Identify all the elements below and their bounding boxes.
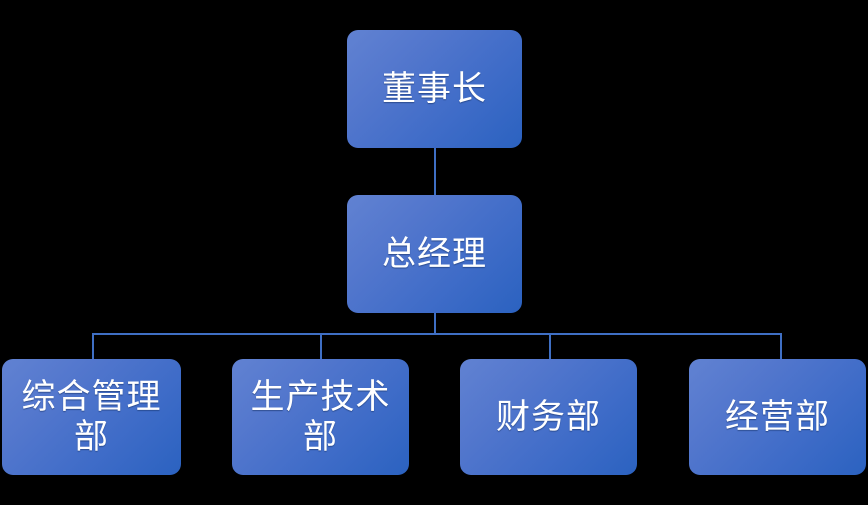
org-node-operations[interactable]: 经营部	[689, 359, 866, 475]
org-node-general-manager[interactable]: 总经理	[347, 195, 522, 313]
org-node-general-manager-label: 总经理	[382, 234, 487, 273]
org-node-comprehensive-management-label: 综合管理部	[21, 377, 162, 456]
connector-chairman-to-gm	[434, 148, 436, 195]
connector-gm-stem	[434, 313, 436, 334]
connector-horizontal-bus	[92, 333, 782, 335]
org-node-operations-label: 经营部	[725, 397, 830, 436]
org-node-chairman[interactable]: 董事长	[347, 30, 522, 148]
connector-drop-production	[320, 333, 322, 359]
org-node-finance-label: 财务部	[496, 397, 601, 436]
org-node-finance[interactable]: 财务部	[460, 359, 637, 475]
org-node-comprehensive-management[interactable]: 综合管理部	[2, 359, 181, 475]
connector-drop-finance	[549, 333, 551, 359]
connector-drop-admin	[92, 333, 94, 359]
org-node-production-technology-label: 生产技术部	[250, 377, 391, 456]
org-node-chairman-label: 董事长	[382, 69, 487, 108]
connector-drop-operations	[780, 333, 782, 359]
org-node-production-technology[interactable]: 生产技术部	[232, 359, 409, 475]
